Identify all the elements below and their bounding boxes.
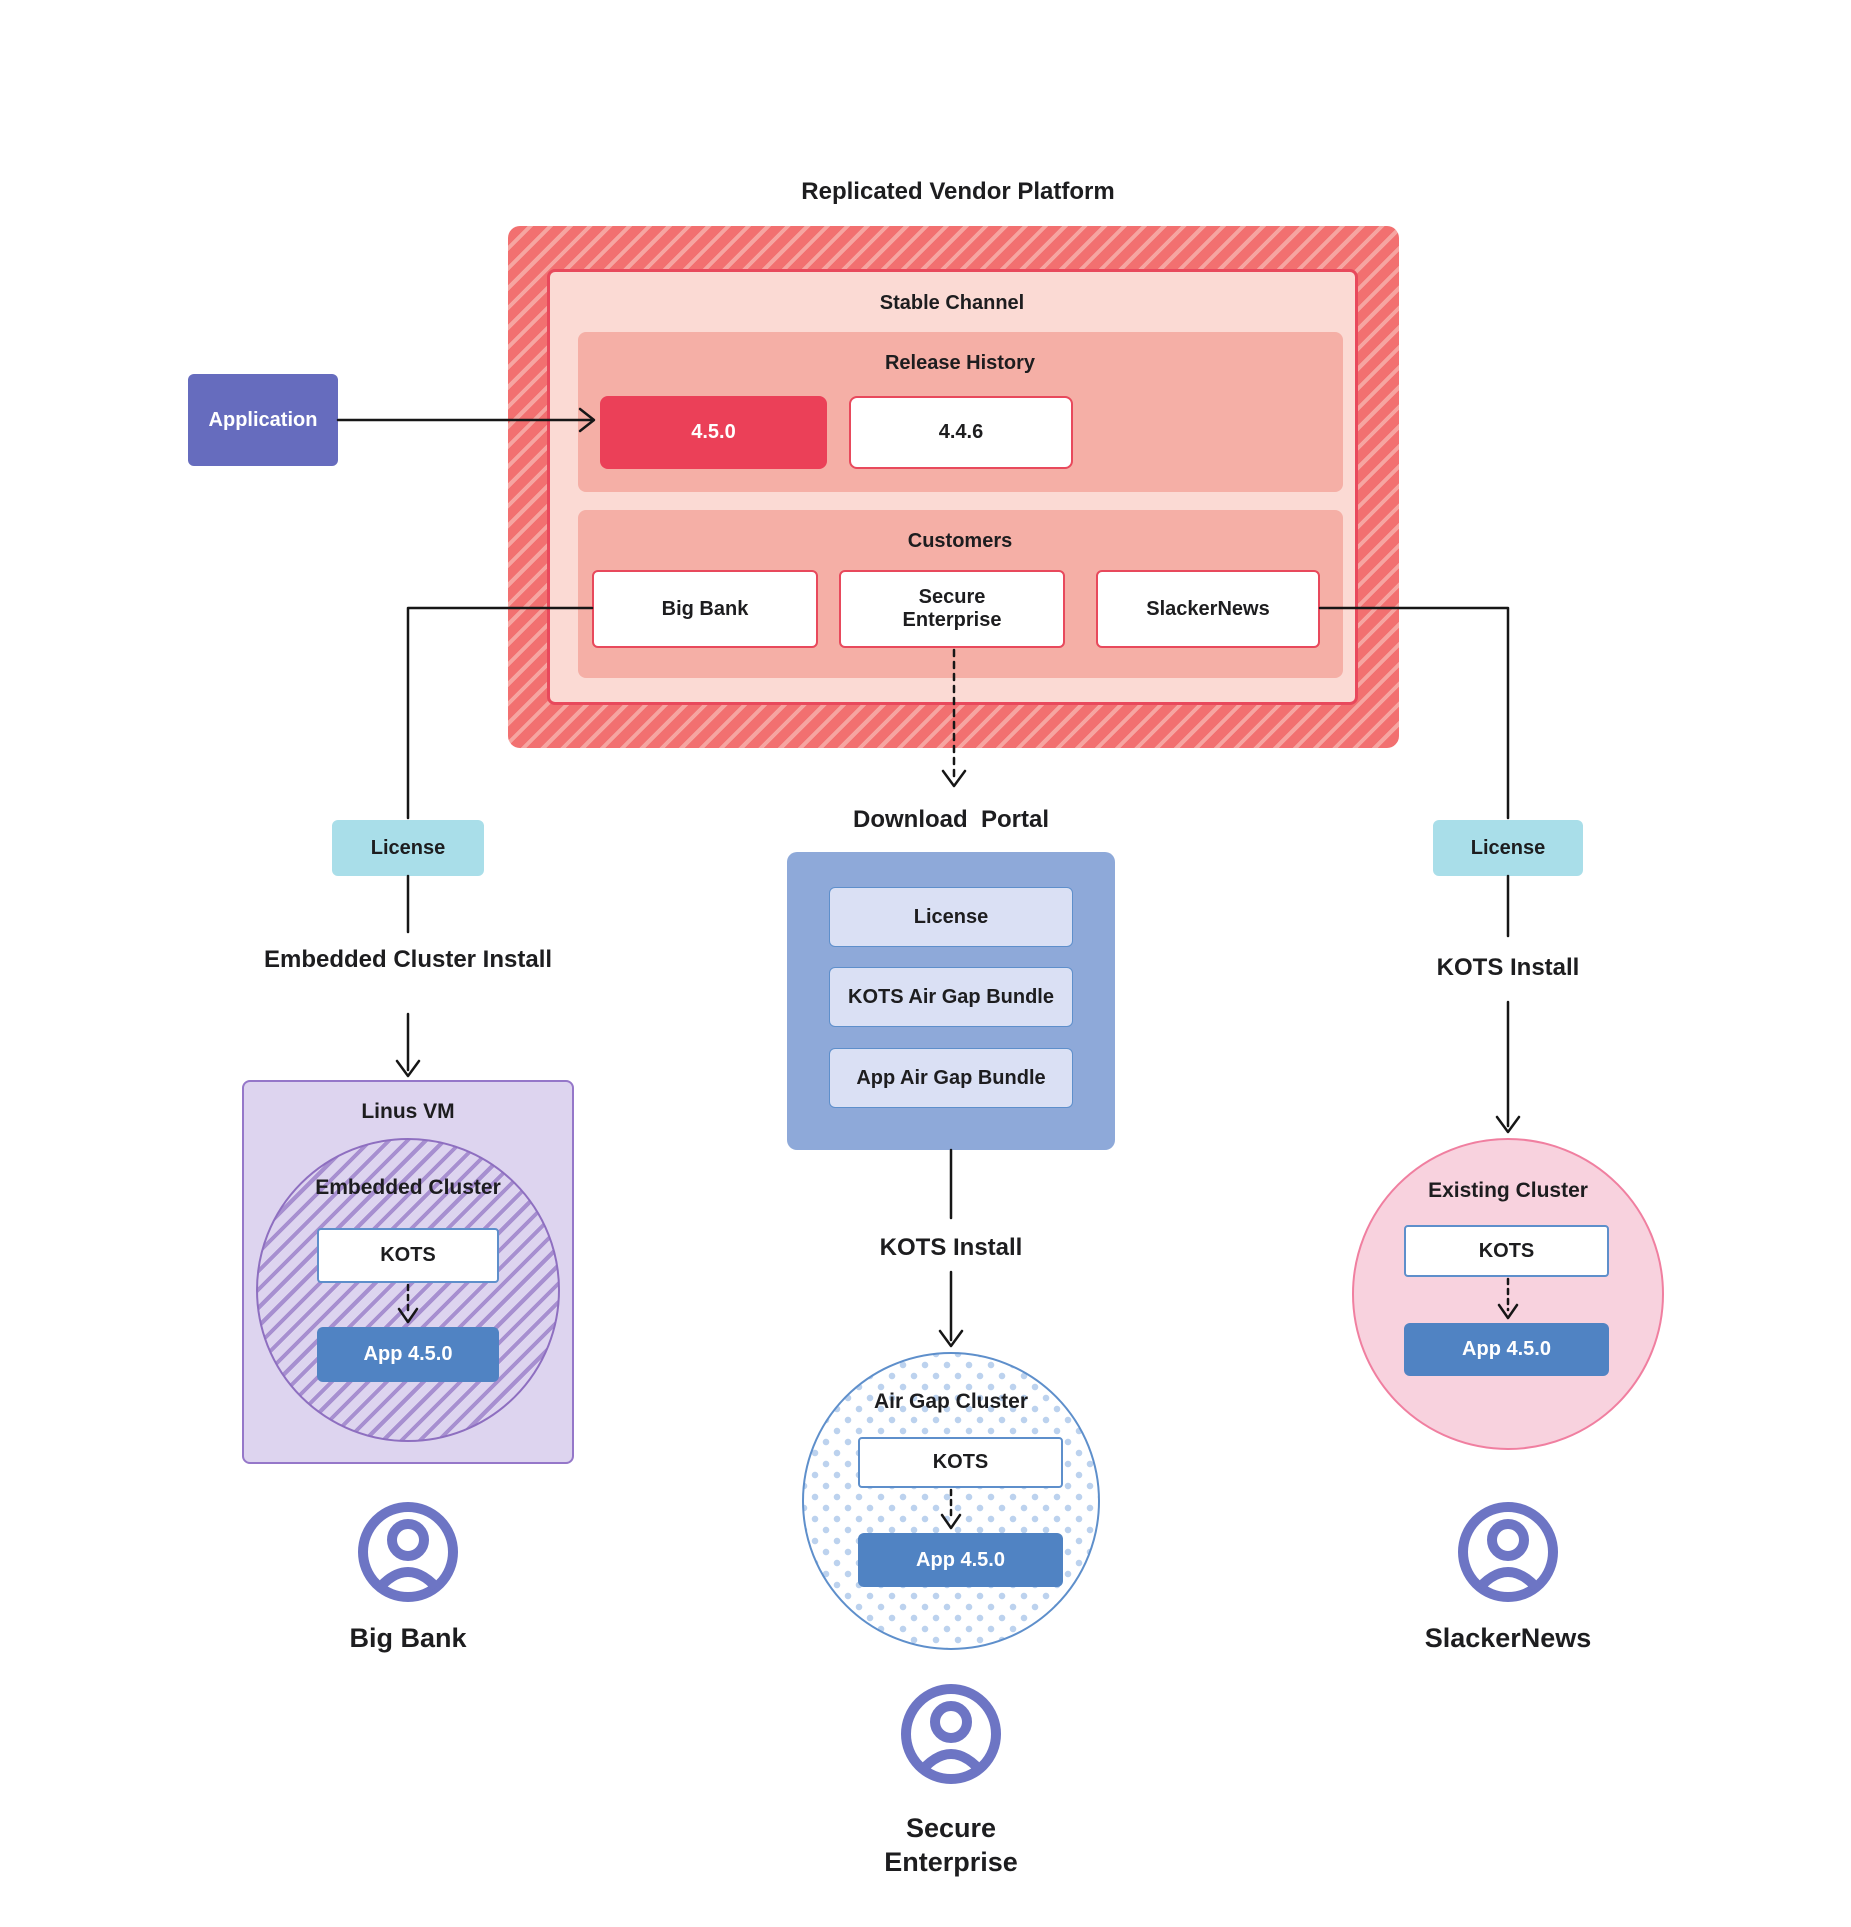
kots-label: KOTS bbox=[1478, 1239, 1535, 1262]
customers-label: Customers bbox=[907, 530, 1013, 552]
application-box[interactable]: Application bbox=[188, 374, 338, 466]
kots-label: KOTS bbox=[932, 1451, 989, 1473]
app-label: App 4.5.0 bbox=[916, 1548, 1005, 1571]
embedded-cluster-circle bbox=[256, 1138, 560, 1442]
kots-box-right[interactable]: KOTS bbox=[1404, 1225, 1609, 1277]
license-box-right[interactable]: License bbox=[1433, 820, 1583, 876]
kots-box-left[interactable]: KOTS bbox=[317, 1228, 499, 1283]
air-gap-cluster-label: Air Gap Cluster bbox=[873, 1390, 1029, 1413]
license-label: License bbox=[1470, 836, 1546, 859]
user-label-secure-enterprise: Secure Enterprise bbox=[884, 1813, 1018, 1877]
kots-box-middle[interactable]: KOTS bbox=[858, 1437, 1063, 1488]
app-label: App 4.5.0 bbox=[1462, 1338, 1551, 1360]
app-box-middle[interactable]: App 4.5.0 bbox=[858, 1533, 1063, 1587]
user-icon-big-bank bbox=[358, 1502, 458, 1602]
release-history-label: Release History bbox=[884, 352, 1036, 374]
release-4-5-0[interactable]: 4.5.0 bbox=[600, 396, 827, 469]
license-box-left[interactable]: License bbox=[332, 820, 484, 876]
kots-label: KOTS bbox=[380, 1244, 436, 1266]
existing-cluster-label: Existing Cluster bbox=[1428, 1179, 1588, 1202]
release-version-label: 4.5.0 bbox=[691, 421, 736, 443]
license-label: License bbox=[370, 836, 446, 859]
kots-install-label-middle: KOTS Install bbox=[879, 1234, 1023, 1261]
customer-label: Secure Enterprise bbox=[902, 586, 1002, 631]
embedded-cluster-label: Embedded Cluster bbox=[315, 1176, 501, 1199]
user-label-big-bank: Big Bank bbox=[349, 1623, 467, 1653]
user-icon-slackernews bbox=[1458, 1502, 1558, 1602]
app-box-right[interactable]: App 4.5.0 bbox=[1404, 1323, 1609, 1376]
linus-vm-label: Linus VM bbox=[361, 1100, 455, 1123]
app-box-left[interactable]: App 4.5.0 bbox=[317, 1327, 499, 1382]
portal-item-label: App Air Gap Bundle bbox=[856, 1066, 1046, 1089]
stable-channel-label: Stable Channel bbox=[879, 292, 1025, 314]
customer-label: Big Bank bbox=[661, 597, 749, 620]
release-version-label: 4.4.6 bbox=[938, 421, 984, 443]
customer-secure-enterprise[interactable]: Secure Enterprise bbox=[839, 570, 1065, 648]
portal-item-label: KOTS Air Gap Bundle bbox=[848, 985, 1054, 1008]
download-portal-title: Download Portal bbox=[852, 806, 1050, 833]
release-4-4-6[interactable]: 4.4.6 bbox=[849, 396, 1073, 469]
user-icon-secure-enterprise bbox=[901, 1684, 1001, 1784]
user-label-slackernews: SlackerNews bbox=[1424, 1623, 1592, 1653]
portal-item-label: License bbox=[913, 905, 989, 928]
portal-item-license[interactable]: License bbox=[829, 887, 1073, 947]
kots-install-label-right: KOTS Install bbox=[1436, 954, 1580, 981]
app-label: App 4.5.0 bbox=[363, 1343, 453, 1365]
customer-big-bank[interactable]: Big Bank bbox=[592, 570, 818, 648]
diagram-title: Replicated Vendor Platform bbox=[801, 178, 1115, 205]
customer-slackernews[interactable]: SlackerNews bbox=[1096, 570, 1320, 648]
portal-item-kots-airgap-bundle[interactable]: KOTS Air Gap Bundle bbox=[829, 967, 1073, 1027]
customer-label: SlackerNews bbox=[1146, 597, 1270, 620]
portal-item-app-airgap-bundle[interactable]: App Air Gap Bundle bbox=[829, 1048, 1073, 1108]
application-label: Application bbox=[208, 408, 318, 431]
embedded-cluster-install-label: Embedded Cluster Install bbox=[263, 946, 553, 973]
